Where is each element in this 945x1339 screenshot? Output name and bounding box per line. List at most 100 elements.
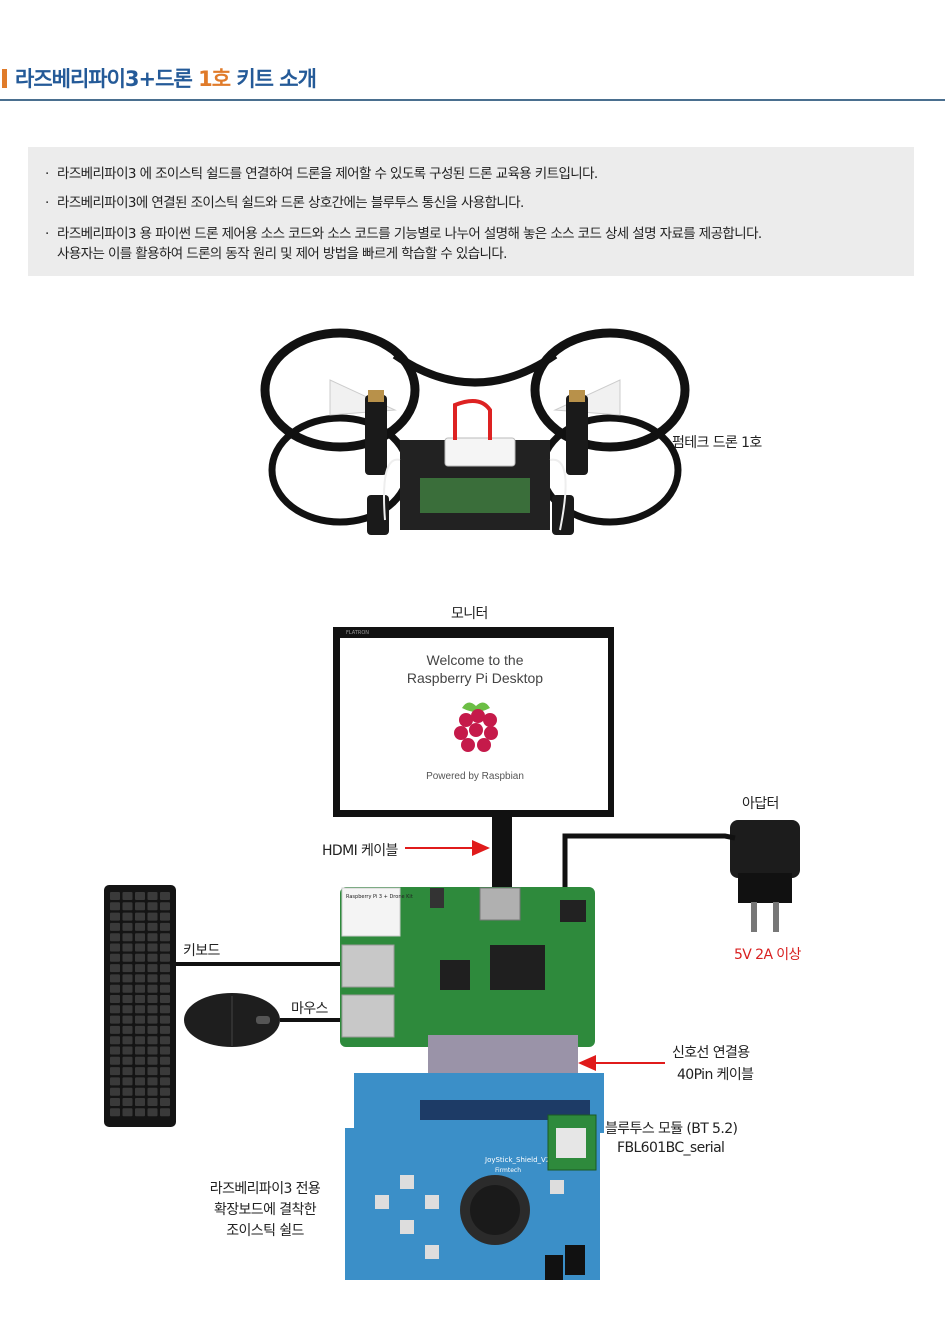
keyboard-key xyxy=(110,1036,120,1045)
keyboard-key xyxy=(122,912,133,921)
keyboard-key xyxy=(122,1005,133,1014)
drone-image xyxy=(260,328,690,535)
keyboard-key xyxy=(160,995,170,1003)
keyboard-key xyxy=(147,974,158,983)
keyboard-key xyxy=(110,1108,120,1117)
keyboard-key xyxy=(122,1046,133,1055)
keyboard-key xyxy=(122,995,133,1003)
keyboard-key xyxy=(147,1087,158,1096)
page-title: 라즈베리파이3+드론 1호 키트 소개 xyxy=(15,63,317,93)
keyboard-key xyxy=(135,912,145,921)
screen-welcome-1: Welcome to the xyxy=(426,652,523,668)
keyboard-key xyxy=(147,995,158,1003)
screen-welcome-2: Raspberry Pi Desktop xyxy=(407,670,543,686)
title-tail: 키트 소개 xyxy=(230,67,317,91)
keyboard-key xyxy=(147,1098,158,1106)
keyboard-label: 키보드 xyxy=(183,943,220,959)
info-line-2: ·라즈베리파이3에 연결된 조이스틱 쉴드와 드론 상호간에는 블루투스 통신을… xyxy=(45,191,524,211)
keyboard-key xyxy=(147,943,158,952)
keyboard-key xyxy=(122,1025,133,1034)
keyboard-key xyxy=(110,984,120,993)
info-line-1: ·라즈베리파이3 에 조이스틱 쉴드를 연결하여 드론을 제어할 수 있도록 구… xyxy=(45,162,598,182)
keyboard-key xyxy=(135,953,145,962)
shield-brand: Firmtech xyxy=(495,1167,521,1174)
keyboard-key xyxy=(135,943,145,952)
monitor-brand: FLATRON xyxy=(346,630,369,636)
keyboard-key xyxy=(122,1036,133,1045)
bluetooth-module-image xyxy=(547,1114,597,1171)
keyboard-key xyxy=(110,1077,120,1086)
mouse-image xyxy=(184,993,280,1047)
header-accent-bar xyxy=(2,69,7,88)
signal-cable-label-1: 신호선 연결용 xyxy=(672,1045,750,1061)
raspberry-pi-board: Raspberry Pi 3 + Drone Kit xyxy=(340,887,595,1047)
keyboard-key xyxy=(110,902,120,911)
keyboard-key xyxy=(110,943,120,952)
keyboard-key xyxy=(160,1067,170,1076)
keyboard-key xyxy=(110,1046,120,1055)
keyboard-key xyxy=(160,902,170,911)
keyboard-key xyxy=(135,1087,145,1096)
keyboard-key xyxy=(110,922,120,931)
keyboard-key xyxy=(110,1056,120,1065)
info-text: 라즈베리파이3 에 조이스틱 쉴드를 연결하여 드론을 제어할 수 있도록 구성… xyxy=(57,166,598,182)
signal-cable-label-2: 40Pin 케이블 xyxy=(677,1067,754,1083)
keyboard-key xyxy=(160,1087,170,1096)
joystick-shield-image: JoyStick_Shield_V2.2 Firmtech xyxy=(345,1073,604,1280)
keyboard-key xyxy=(122,1056,133,1065)
keyboard-key xyxy=(110,1005,120,1014)
keyboard-key xyxy=(110,1087,120,1096)
keyboard-key xyxy=(147,953,158,962)
keyboard-key xyxy=(122,984,133,993)
keyboard-key xyxy=(160,1036,170,1045)
keyboard-key xyxy=(110,912,120,921)
keyboard-key xyxy=(122,933,133,942)
keyboard-key xyxy=(122,892,133,900)
keyboard-key xyxy=(147,933,158,942)
keyboard-key xyxy=(147,902,158,911)
keyboard-key xyxy=(122,1108,133,1117)
info-text: 사용자는 이를 활용하여 드론의 동작 원리 및 제어 방법을 빠르게 학습할 … xyxy=(57,246,507,262)
keyboard-key xyxy=(110,1025,120,1034)
keyboard-key xyxy=(147,1025,158,1034)
shield-name: JoyStick_Shield_V2.2 xyxy=(484,1156,557,1164)
keyboard-key xyxy=(122,943,133,952)
drone-label: 펌테크 드론 1호 xyxy=(672,435,762,451)
keyboard-key xyxy=(160,984,170,993)
adapter-label: 아답터 xyxy=(742,796,779,812)
keyboard-key xyxy=(147,912,158,921)
keyboard-key xyxy=(160,974,170,983)
keyboard-key xyxy=(122,974,133,983)
keyboard-key xyxy=(147,1108,158,1117)
info-line-4: 사용자는 이를 활용하여 드론의 동작 원리 및 제어 방법을 빠르게 학습할 … xyxy=(57,242,507,262)
keyboard-key xyxy=(160,1015,170,1024)
keyboard-key xyxy=(110,1067,120,1076)
keyboard-key xyxy=(160,943,170,952)
keyboard-key xyxy=(110,974,120,983)
title-main: 라즈베리파이3+드론 xyxy=(15,67,199,91)
keyboard-key xyxy=(160,933,170,942)
info-line-3: ·라즈베리파이3 용 파이썬 드론 제어용 소스 코드와 소스 코드를 기능별로… xyxy=(45,222,762,242)
shield-label-3: 조이스틱 쉴드 xyxy=(226,1223,304,1239)
screen-powered: Powered by Raspbian xyxy=(426,771,524,782)
keyboard-key xyxy=(135,974,145,983)
keyboard-key xyxy=(122,922,133,931)
keyboard-key xyxy=(135,1025,145,1034)
keyboard-key xyxy=(160,1108,170,1117)
keyboard-key xyxy=(110,1098,120,1106)
keyboard-key xyxy=(147,964,158,973)
mouse-label: 마우스 xyxy=(291,1001,328,1017)
keyboard-key xyxy=(110,1015,120,1024)
hdmi-label: HDMI 케이블 xyxy=(322,843,398,859)
keyboard-key xyxy=(160,922,170,931)
keyboard-key xyxy=(160,1046,170,1055)
keyboard-key xyxy=(147,1005,158,1014)
keyboard-key xyxy=(147,1036,158,1045)
raspberry-pi-logo xyxy=(454,702,498,752)
keyboard-key xyxy=(122,953,133,962)
info-text: 라즈베리파이3에 연결된 조이스틱 쉴드와 드론 상호간에는 블루투스 통신을 … xyxy=(57,195,524,211)
adapter-spec-label: 5V 2A 이상 xyxy=(734,947,801,963)
monitor-label: 모니터 xyxy=(451,606,488,622)
keyboard-key xyxy=(147,984,158,993)
